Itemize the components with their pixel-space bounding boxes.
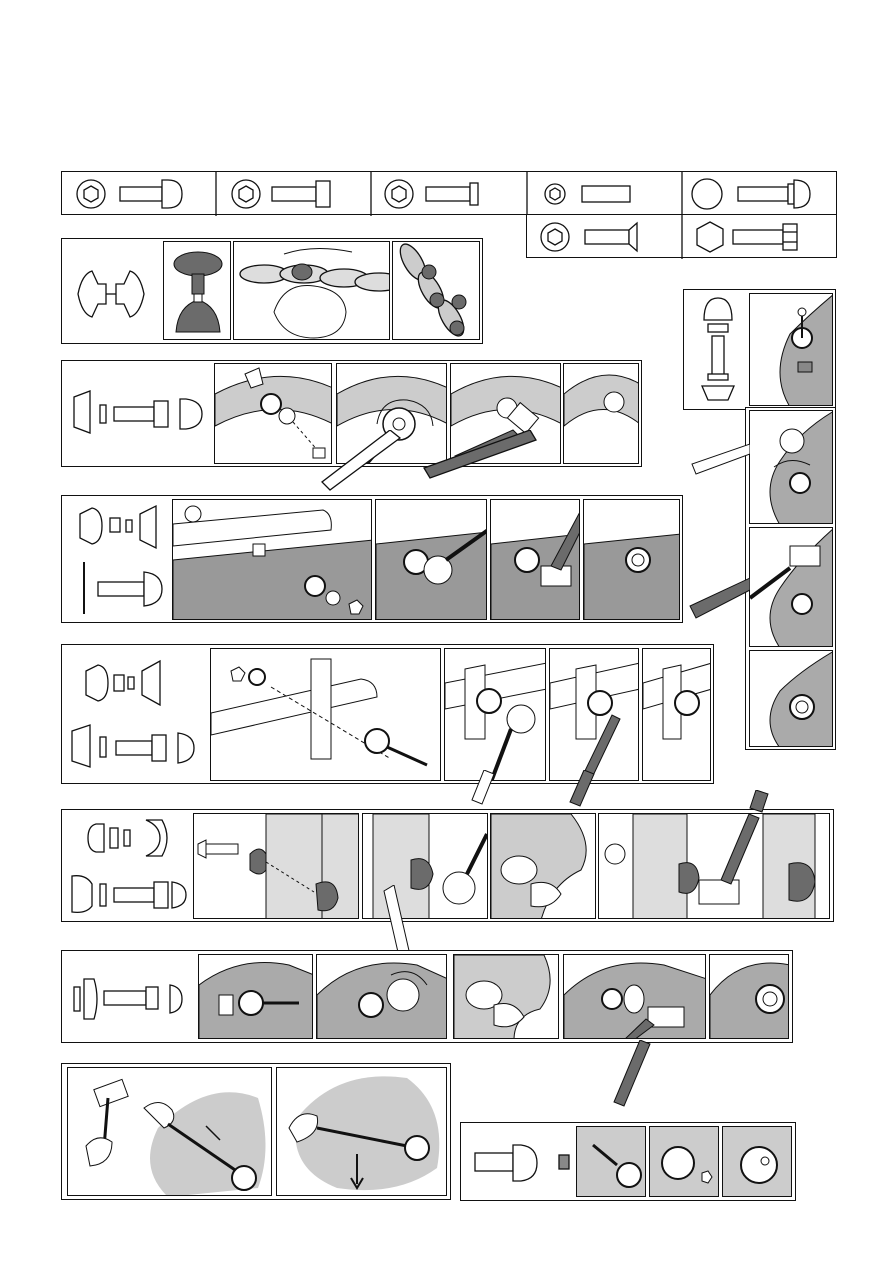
chain-hand-panel (233, 241, 390, 340)
round-head-bolt-icon (120, 180, 182, 208)
bolt-legend-row1 (62, 172, 838, 216)
hex-socket-icon (385, 180, 413, 208)
side-hammer-handle-overflow (688, 570, 750, 620)
dome-wall-exploded-panel (193, 813, 359, 919)
hex-bolt-done-panel (563, 363, 639, 464)
hex-bolt-exploded-panel (214, 363, 332, 464)
flat-head-bolt-icon (426, 183, 478, 205)
hex-bolt-icon (733, 224, 797, 250)
tube-bracket-done-panel (642, 648, 711, 781)
hex-socket-icon (77, 180, 105, 208)
flat-head-bolt-icon (272, 181, 330, 207)
side-column-done-panel (749, 650, 833, 747)
dome-curve-cap-hand-panel (453, 954, 559, 1039)
dome-curve-hammer-panel (563, 954, 706, 1039)
carriage-plate-done-panel (583, 499, 680, 620)
screw-cap-nut-panel (649, 1126, 719, 1197)
dome-curve-done-panel (709, 954, 789, 1039)
round-head-icon (692, 179, 722, 209)
dome-wall-cap-hand-panel (490, 813, 596, 919)
ratchet-handle-overflow (320, 430, 540, 500)
side-column-pin-panel (749, 293, 833, 406)
hex-socket-small-icon (545, 184, 565, 204)
bolt-legend (61, 171, 837, 215)
dome-curve-exploded-panel (198, 954, 313, 1039)
wall-hammer-overflow (736, 790, 776, 814)
carriage-plate-exploded-panel (172, 499, 372, 620)
bolt-legend-row2 (526, 214, 837, 258)
side-ratchet-handle-overflow (690, 440, 750, 480)
sleeve-icon (582, 186, 630, 202)
hex-head-icon (697, 222, 723, 252)
side-column-hammer-panel (749, 527, 833, 647)
carriage-bolt-icon (738, 180, 810, 208)
dome-wall-hammer-panel (598, 813, 830, 919)
carriage-plate-ratchet-panel (375, 499, 487, 620)
curve-hammer-overflow (610, 1040, 660, 1110)
removal-hammer-panel (67, 1067, 272, 1196)
removal-lever-panel (276, 1067, 447, 1196)
side-column-ratchet-panel (749, 410, 833, 524)
hex-socket-icon (232, 180, 260, 208)
hex-socket-icon (541, 223, 569, 251)
tube-bracket-hammer-panel (549, 648, 639, 781)
bracket-handle-overflow (464, 770, 604, 810)
tube-bracket-exploded-panel (210, 648, 441, 781)
carriage-plate-hammer-panel (490, 499, 580, 620)
chain-cover-cap-panel (163, 241, 231, 340)
screw-insert-panel (576, 1126, 646, 1197)
countersunk-bolt-icon (585, 223, 637, 251)
tube-bracket-ratchet-panel (444, 648, 546, 781)
dome-curve-ratchet-panel (316, 954, 447, 1039)
chain-diagonal-panel (392, 241, 480, 340)
screw-cap-done-panel (722, 1126, 792, 1197)
